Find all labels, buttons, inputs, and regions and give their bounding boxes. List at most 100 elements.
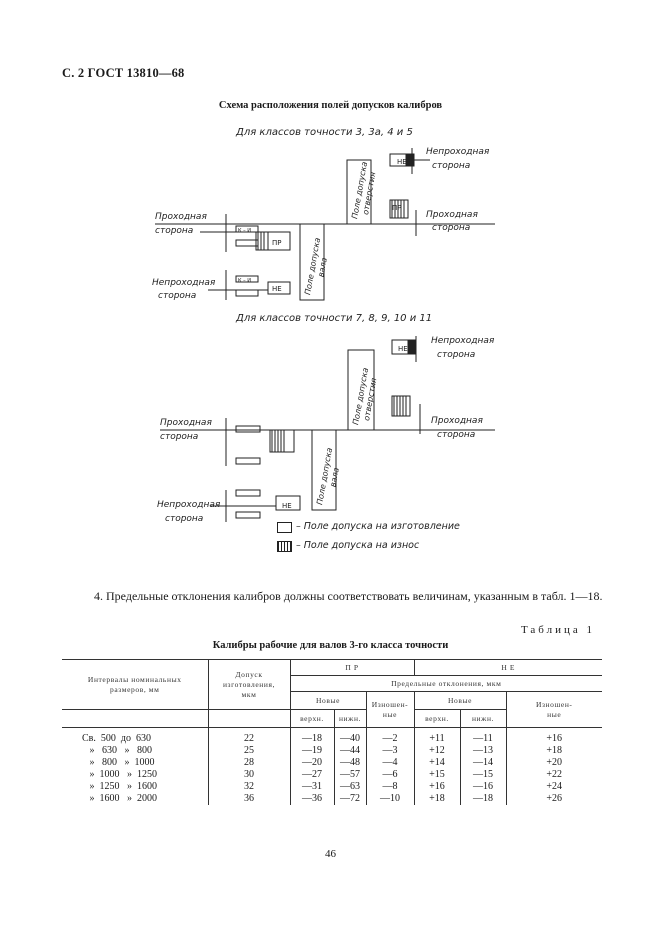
table-title: Калибры рабочие для валов 3-го класса то… bbox=[212, 640, 449, 651]
diagram1-ne-label-shaft: НЕ bbox=[272, 285, 282, 293]
cell-interval: » 800 » 1000 bbox=[82, 757, 155, 768]
cell-tol: 30 bbox=[207, 768, 290, 781]
cell-tol: 22 bbox=[207, 727, 290, 745]
header-ne: Н Е bbox=[413, 659, 602, 676]
cell-tol: 36 bbox=[207, 792, 290, 805]
cell-interval: Св. 500 до 630 bbox=[82, 733, 151, 745]
diagram1-ne-label: НЕ bbox=[397, 158, 407, 166]
cell-tol: 28 bbox=[207, 756, 290, 769]
diagram2-shaft-field-l2: вала bbox=[328, 467, 340, 488]
cell-interval: » 1600 » 2000 bbox=[82, 793, 158, 804]
table-row: » 1600 » 2000 36—36—72—10+18—18+26 bbox=[62, 792, 602, 805]
cell-pr-low: —72 bbox=[333, 792, 366, 805]
cell-pr-up: —36 bbox=[289, 792, 334, 805]
d2-nopass-r1: Непроходная bbox=[431, 336, 495, 346]
header-pr-new: Новые bbox=[289, 691, 366, 710]
header-pr-worn: Изношен- ные bbox=[365, 691, 414, 728]
d1-nopass-r1: Непроходная bbox=[426, 147, 490, 157]
cell-pr-low: —63 bbox=[333, 780, 366, 793]
cell-interval: » 630 » 800 bbox=[82, 745, 153, 756]
page-number: 46 bbox=[325, 848, 336, 860]
cell-ne-up: +15 bbox=[413, 768, 460, 781]
cell-pr-low: —40 bbox=[333, 727, 366, 745]
cell-ne-worn: +22 bbox=[505, 768, 602, 781]
page-header: С. 2 ГОСТ 13810—68 bbox=[62, 66, 185, 80]
header-ne-upper: верхн. bbox=[413, 709, 460, 728]
header-pr-upper: верхн. bbox=[289, 709, 334, 728]
table-row: » 800 » 1000 28—20—48—4+14—14+20 bbox=[62, 756, 602, 769]
d2-pass-r2: сторона bbox=[437, 430, 476, 440]
cell-tol: 25 bbox=[207, 744, 290, 757]
legend-manufacture-swatch bbox=[277, 522, 292, 533]
diagram2-caption: Для классов точности 7, 8, 9, 10 и 11 bbox=[236, 313, 433, 324]
d2-pass-r1: Проходная bbox=[431, 416, 483, 426]
cell-interval: » 1250 » 1600 bbox=[82, 781, 158, 792]
cell-ne-low: —18 bbox=[459, 792, 506, 805]
diagram1-ki-label: К – И bbox=[238, 228, 251, 234]
scheme-title: Схема расположения полей допусков калибр… bbox=[218, 100, 443, 111]
cell-ne-low: —16 bbox=[459, 780, 506, 793]
legend-wear: – Поле допуска на износ bbox=[296, 540, 420, 551]
cell-ne-worn: +24 bbox=[505, 780, 602, 793]
header-pr-lower: нижн. bbox=[333, 709, 366, 728]
cell-ne-worn: +20 bbox=[505, 756, 602, 769]
cell-pr-up: —18 bbox=[289, 727, 334, 745]
cell-pr-up: —31 bbox=[289, 780, 334, 793]
cell-pr-up: —20 bbox=[289, 756, 334, 769]
header-limits: Предельные отклонения, мкм bbox=[289, 675, 602, 692]
table-row: Св. 500 до 630 22—18—40—2+11—11+16 bbox=[62, 727, 602, 745]
cell-ne-up: +18 bbox=[413, 792, 460, 805]
tolerance-table: Интервалы номинальных размеров, мм Допус… bbox=[62, 659, 602, 805]
d2-pass-l2: сторона bbox=[160, 432, 199, 442]
cell-pr-up: —27 bbox=[289, 768, 334, 781]
header-ne-worn: Изношен- ные bbox=[505, 691, 602, 728]
header-ne-new: Новые bbox=[413, 691, 506, 710]
cell-pr-low: —48 bbox=[333, 756, 366, 769]
d2-nopass-r2: сторона bbox=[437, 350, 476, 360]
cell-ne-up: +16 bbox=[413, 780, 460, 793]
cell-ne-low: —11 bbox=[459, 727, 506, 745]
cell-ne-worn: +16 bbox=[505, 727, 602, 745]
cell-ne-worn: +26 bbox=[505, 792, 602, 805]
cell-ne-worn: +18 bbox=[505, 744, 602, 757]
cell-pr-worn: —4 bbox=[365, 756, 414, 769]
cell-pr-worn: —2 bbox=[365, 727, 414, 745]
diagram1-scheme: НЕ ПР ПР НЕ К – И К – И Поле допуска отв… bbox=[155, 148, 495, 301]
diagram2-scheme: НЕ НЕ Поле допуска отверстия Поле допуск… bbox=[160, 336, 495, 522]
cell-ne-up: +14 bbox=[413, 756, 460, 769]
d1-nopass-l1: Непроходная bbox=[152, 278, 216, 288]
cell-ne-low: —13 bbox=[459, 744, 506, 757]
header-ne-lower: нижн. bbox=[459, 709, 506, 728]
d1-pass-r1: Проходная bbox=[426, 210, 478, 220]
diagram2-ne-label: НЕ bbox=[398, 345, 408, 353]
table-number: Таблица 1 bbox=[520, 624, 595, 636]
d2-nopass-l1: Непроходная bbox=[157, 500, 221, 510]
diagram1-shaft-field-l2: вала bbox=[316, 257, 328, 278]
paragraph-4: 4. Предельные отклонения калибров должны… bbox=[94, 589, 603, 603]
diagram2-ne-label-shaft: НЕ bbox=[282, 502, 292, 510]
cell-ne-low: —14 bbox=[459, 756, 506, 769]
diagram1-caption: Для классов точности 3, 3а, 4 и 5 bbox=[236, 127, 413, 138]
cell-pr-worn: —10 bbox=[365, 792, 414, 805]
cell-interval: » 1000 » 1250 bbox=[82, 769, 158, 780]
cell-pr-worn: —6 bbox=[365, 768, 414, 781]
cell-tol: 32 bbox=[207, 780, 290, 793]
d1-nopass-l2: сторона bbox=[158, 291, 197, 301]
d1-pass-l2: сторона bbox=[155, 226, 194, 236]
cell-pr-worn: —8 bbox=[365, 780, 414, 793]
header-tolerance: Допуск изготовления, мкм bbox=[207, 659, 290, 710]
cell-pr-up: —19 bbox=[289, 744, 334, 757]
cell-ne-up: +12 bbox=[413, 744, 460, 757]
cell-ne-up: +11 bbox=[413, 727, 460, 745]
cell-ne-low: —15 bbox=[459, 768, 506, 781]
legend-wear-swatch bbox=[277, 541, 292, 552]
cell-pr-low: —44 bbox=[333, 744, 366, 757]
cell-pr-worn: —3 bbox=[365, 744, 414, 757]
d1-pass-r2: сторона bbox=[432, 223, 471, 233]
d2-nopass-l2: сторона bbox=[165, 514, 204, 524]
table-row: » 1250 » 1600 32—31—63—8+16—16+24 bbox=[62, 780, 602, 793]
diagram1-ki-label-2: К – И bbox=[238, 278, 251, 284]
legend-manufacture: – Поле допуска на изготовление bbox=[296, 521, 460, 532]
header-intervals: Интервалы номинальных размеров, мм bbox=[62, 659, 208, 710]
